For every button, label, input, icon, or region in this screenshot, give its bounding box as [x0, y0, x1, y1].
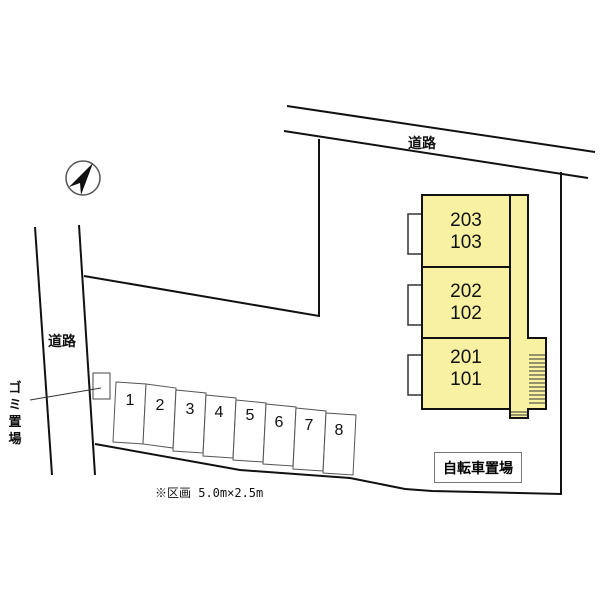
unit-label-201-101: 201 101 [421, 347, 511, 391]
top-road-label: 道路 [408, 136, 436, 152]
garbage-area [92, 372, 111, 400]
unit-upper: 203 [450, 210, 482, 231]
bicycle-parking-label: 自転車置場 [434, 452, 522, 483]
parking-slot-3: 3 [185, 401, 195, 418]
left-road [34, 224, 96, 476]
garbage-label-char: 場 [8, 432, 22, 447]
north-arrow-icon [65, 160, 101, 196]
balconies [407, 213, 423, 396]
parking-slot-2: 2 [155, 397, 165, 414]
garbage-label-char: ゴ [8, 381, 22, 396]
garbage-label-char: 置 [8, 415, 22, 430]
left-road-label: 道路 [48, 334, 76, 350]
unit-label-202-102: 202 102 [421, 281, 511, 325]
parking-slot-4: 4 [214, 404, 224, 421]
unit-upper: 201 [450, 347, 482, 368]
top-road [283, 105, 596, 179]
apartment-building [421, 194, 547, 419]
parking-slot-6: 6 [274, 414, 284, 431]
parking-slots [112, 381, 357, 476]
unit-lower: 103 [450, 232, 482, 253]
parking-slot-5: 5 [245, 407, 255, 424]
unit-label-203-103: 203 103 [421, 210, 511, 254]
unit-upper: 202 [450, 281, 482, 302]
garbage-leader-line [29, 387, 102, 401]
lot-boundary [83, 139, 562, 496]
unit-lower: 102 [450, 303, 482, 324]
garbage-area-label: ゴ ミ 置 場 [7, 380, 23, 448]
garbage-label-char: ミ [8, 398, 22, 413]
unit-lower: 101 [450, 369, 482, 390]
parking-slot-7: 7 [304, 417, 314, 434]
parking-size-note: ※区画 5.0m×2.5m [155, 486, 264, 500]
stairs [511, 354, 545, 416]
parking-slot-1: 1 [125, 392, 135, 409]
parking-slot-8: 8 [334, 422, 344, 439]
